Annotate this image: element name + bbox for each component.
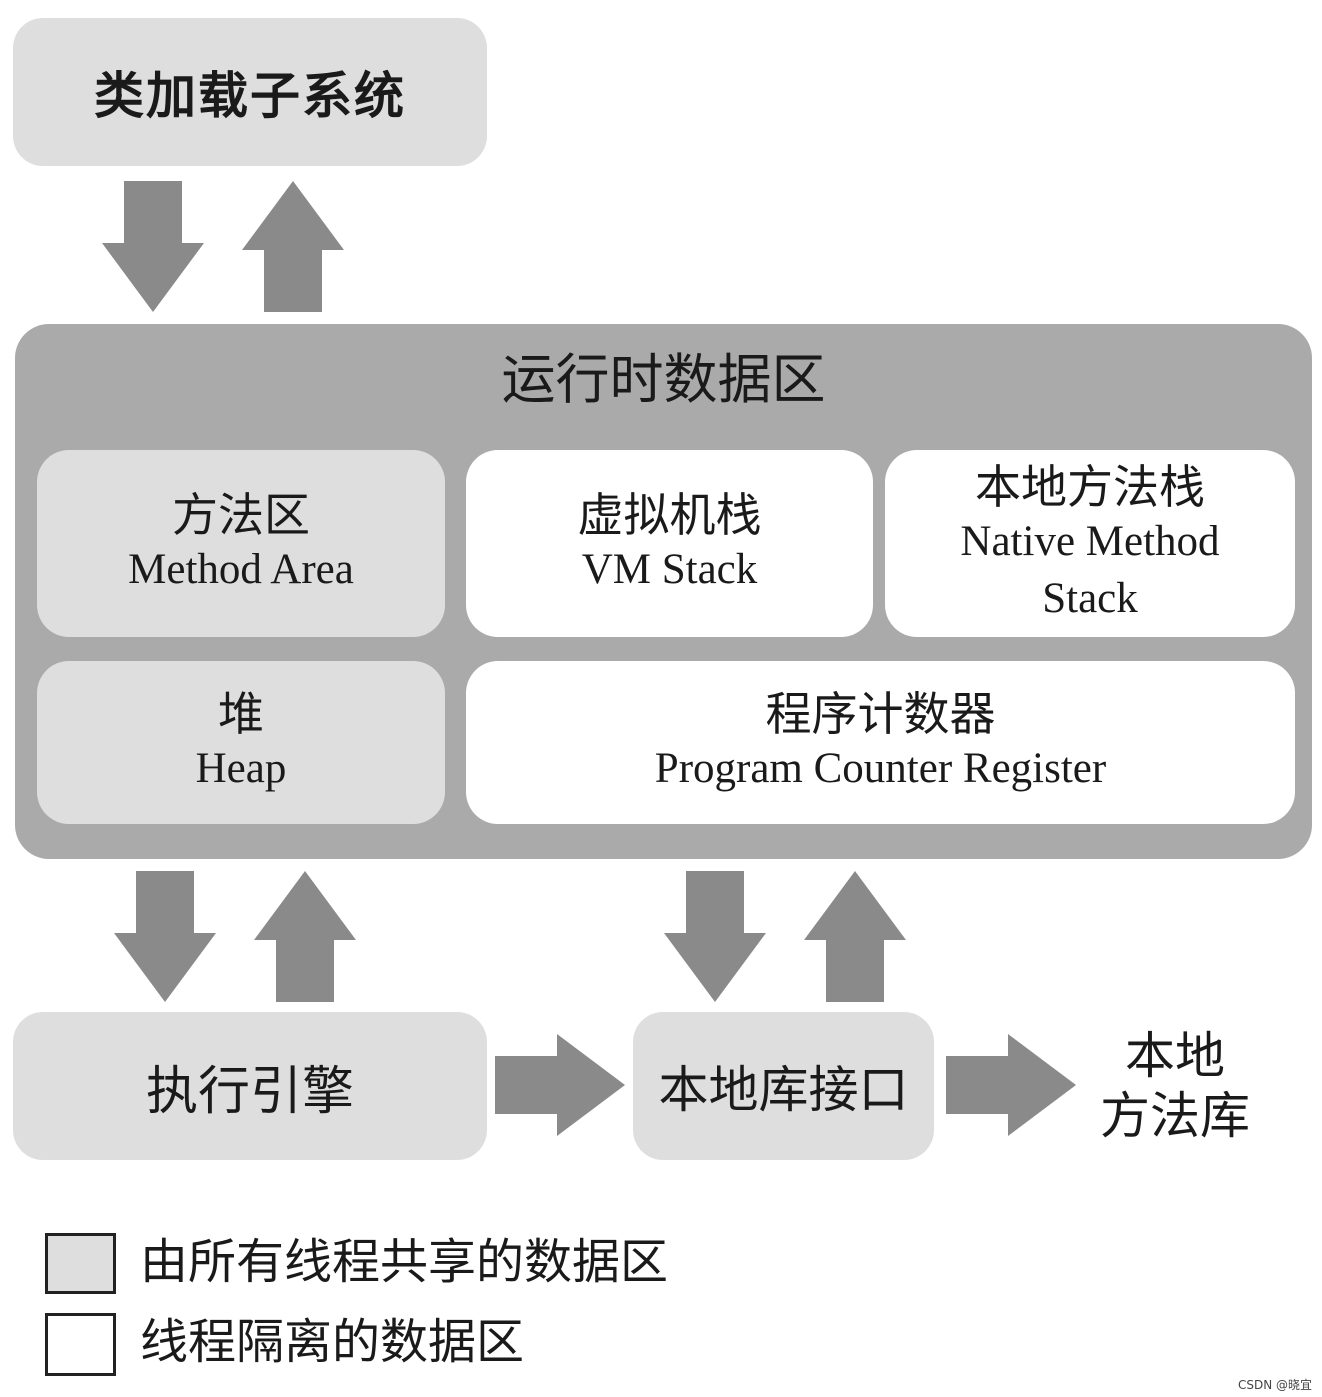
- native-method-stack-en-line2: Stack: [1042, 574, 1138, 622]
- arrow-up-icon: [242, 181, 344, 312]
- heap-zh: 堆: [218, 686, 264, 741]
- arrow-up-icon: [254, 871, 356, 1002]
- legend-shared-label: 由所有线程共享的数据区: [140, 1234, 669, 1290]
- native-method-library-line1: 本地: [1125, 1027, 1225, 1085]
- native-interface-label: 本地库接口: [658, 1061, 909, 1119]
- native-method-stack-zh: 本地方法栈: [975, 459, 1205, 514]
- vm-stack-zh: 虚拟机栈: [577, 487, 762, 542]
- heap-en: Heap: [195, 745, 287, 793]
- native-interface-box: 本地库接口: [633, 1012, 934, 1160]
- legend-shared-swatch: [45, 1233, 116, 1294]
- program-counter-register-box: 程序计数器 Program Counter Register: [466, 661, 1295, 824]
- program-counter-register-zh: 程序计数器: [765, 686, 996, 741]
- native-method-library-line2: 方法库: [1100, 1087, 1250, 1145]
- legend-isolated-label: 线程隔离的数据区: [140, 1314, 525, 1370]
- method-area-box: 方法区 Method Area: [37, 450, 445, 637]
- method-area-zh: 方法区: [172, 487, 310, 542]
- native-method-stack-box: 本地方法栈 Native Method Stack: [885, 450, 1295, 637]
- runtime-data-area-title: 运行时数据区: [501, 348, 826, 411]
- class-loader-subsystem-box: 类加载子系统: [13, 18, 487, 166]
- heap-box: 堆 Heap: [37, 661, 445, 824]
- arrow-right-icon: [946, 1034, 1076, 1136]
- legend-isolated-swatch: [45, 1313, 116, 1376]
- execution-engine-label: 执行引擎: [145, 1061, 354, 1122]
- watermark: CSDN @晓宜: [1238, 1378, 1313, 1392]
- arrow-down-icon: [114, 871, 216, 1002]
- vm-stack-box: 虚拟机栈 VM Stack: [466, 450, 873, 637]
- native-method-stack-en-line1: Native Method: [960, 517, 1220, 565]
- native-method-library: 本地 方法库: [1080, 1012, 1270, 1160]
- arrow-down-icon: [664, 871, 766, 1002]
- arrow-up-icon: [804, 871, 906, 1002]
- arrow-down-icon: [102, 181, 204, 312]
- method-area-en: Method Area: [128, 546, 354, 594]
- execution-engine-box: 执行引擎: [13, 1012, 487, 1160]
- arrow-right-icon: [495, 1034, 625, 1136]
- vm-stack-en: VM Stack: [581, 546, 758, 594]
- program-counter-register-en: Program Counter Register: [654, 745, 1107, 793]
- class-loader-subsystem-label: 类加载子系统: [94, 67, 406, 125]
